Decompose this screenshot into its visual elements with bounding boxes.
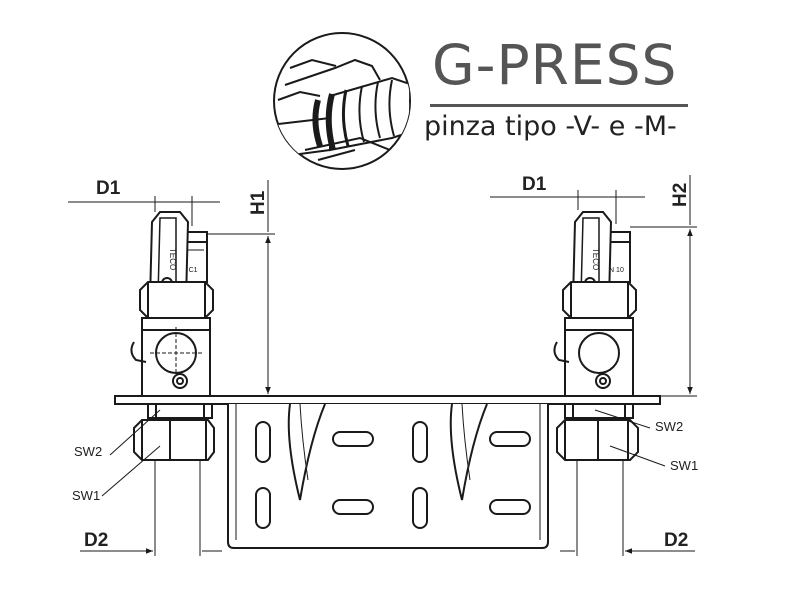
page-subtitle: pinza tipo -V- e -M- [424, 111, 677, 142]
right-d1-label: D1 [522, 174, 547, 195]
title-underline [430, 104, 688, 107]
left-d2-label: D2 [84, 530, 108, 551]
detail-magnifier [273, 32, 411, 170]
left-sw1-label: SW1 [72, 488, 100, 503]
svg-text:DN 10: DN 10 [604, 267, 624, 274]
svg-text:TECO: TECO [168, 248, 177, 270]
right-sw1-label: SW1 [670, 458, 698, 473]
page-title: G-PRESS [432, 33, 678, 97]
dimension-lines [68, 175, 697, 556]
mounting-plate [114, 395, 661, 549]
left-h1-label: H1 [248, 190, 269, 215]
left-valve: S C1 TECO [130, 211, 215, 461]
left-d1-label: D1 [96, 178, 121, 199]
right-h2-label: H2 [670, 183, 691, 207]
right-sw2-label: SW2 [655, 419, 683, 434]
right-d2-label: D2 [664, 530, 688, 551]
svg-text:S C1: S C1 [182, 267, 198, 274]
right-valve: DN 10 TECO [553, 211, 639, 461]
svg-text:TECO: TECO [591, 248, 600, 270]
left-sw2-label: SW2 [74, 444, 102, 459]
